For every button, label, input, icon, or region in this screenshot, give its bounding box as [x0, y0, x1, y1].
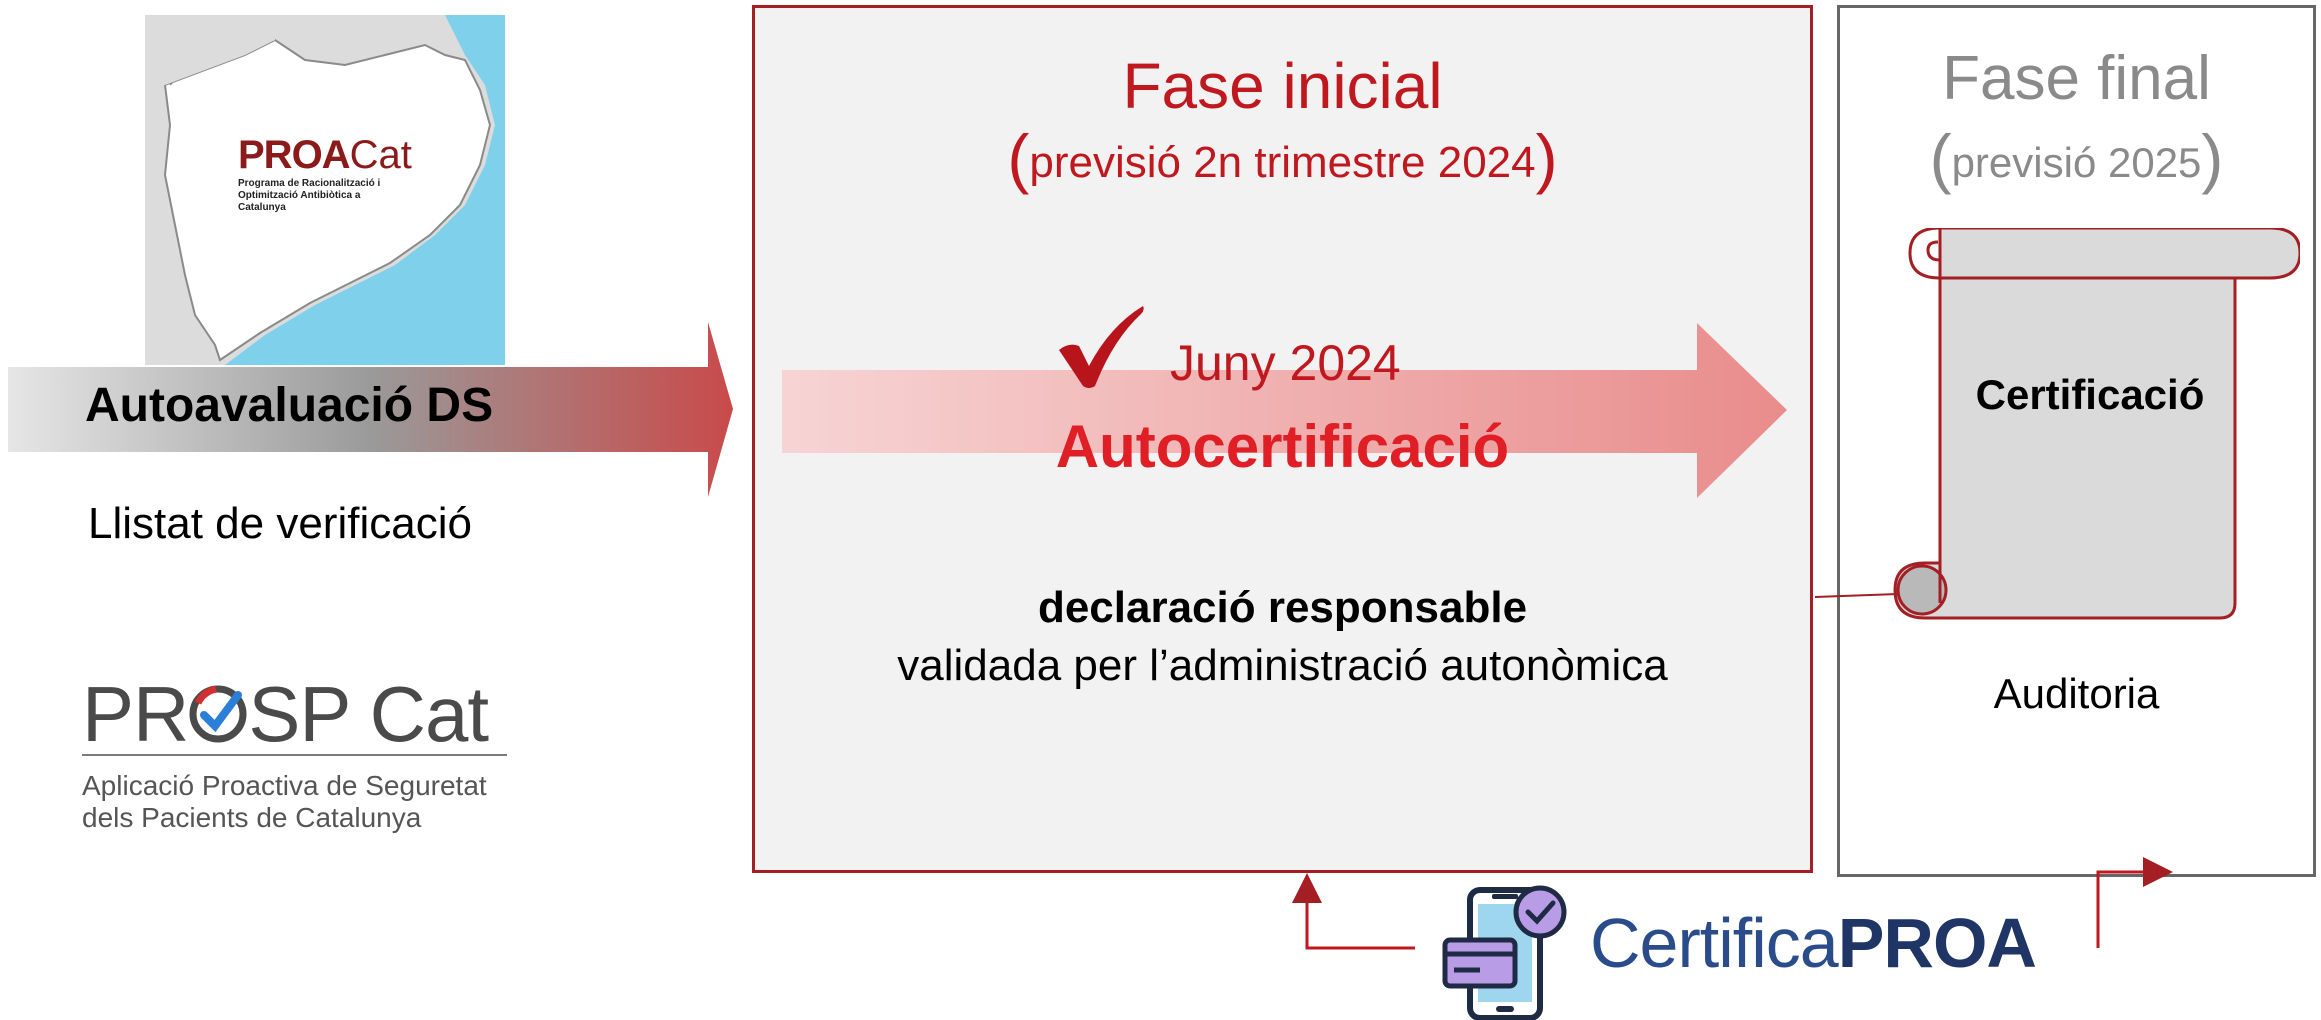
- arrow-to-fase-final: [2096, 857, 2173, 948]
- fase-inicial-title: Fase inicial: [1122, 50, 1443, 122]
- prosp-divider: [82, 754, 507, 756]
- certificate-scroll-icon: [1893, 228, 2300, 620]
- certificaproa-bold: PROA: [1837, 904, 2037, 982]
- prosp-logo-text-part1: PR: [82, 670, 189, 758]
- autoavaluacio-title: Autoavaluació DS: [85, 379, 494, 432]
- prosp-subtitle-line1: Aplicació Proactiva de Seguretat: [82, 770, 487, 801]
- autocertificacio-label: Autocertificació: [1055, 413, 1510, 480]
- certificaproa-logo-text: CertificaPROA: [1590, 903, 2037, 983]
- certificacio-label: Certificació: [1975, 371, 2205, 418]
- check-circle-icon: [189, 685, 247, 743]
- declaracio-responsable-label: declaració responsable: [1037, 583, 1528, 632]
- fase-inicial-subtitle: (previsió 2n trimestre 2024): [1007, 121, 1558, 195]
- arrow-to-fase-inicial: [1292, 873, 1415, 950]
- left-progress-arrow: [8, 322, 733, 497]
- checkmark-icon: [1059, 306, 1144, 388]
- proacat-brand: PROACat: [238, 135, 412, 175]
- proacat-map-card: PROACat Programa de Racionalització i Op…: [145, 15, 505, 365]
- prosp-subtitle-line2: dels Pacients de Catalunya: [82, 802, 422, 833]
- fase-final-subtitle-text: previsió 2025: [1951, 139, 2202, 186]
- auditoria-label: Auditoria: [1993, 670, 2160, 717]
- prosp-logo-text: PR SP Cat: [82, 675, 489, 753]
- proacat-brand-light: Cat: [349, 133, 412, 177]
- autocertificacio-arrow: [782, 323, 1787, 498]
- catalonia-map-icon: [145, 15, 505, 365]
- llistat-verificacio-label: Llistat de verificació: [88, 499, 472, 548]
- fase-inicial-subtitle-text: previsió 2n trimestre 2024: [1029, 138, 1536, 187]
- prosp-logo-text-part2: SP Cat: [248, 670, 489, 758]
- prosp-cat-logo: PR SP Cat: [82, 675, 517, 753]
- proacat-brand-bold: PROA: [238, 133, 351, 177]
- fase-final-title: Fase final: [1942, 44, 2211, 113]
- phone-certificate-icon: [1442, 885, 1567, 1020]
- juny-2024-date: Juny 2024: [1170, 335, 1401, 391]
- validada-label: validada per l’administració autonòmica: [897, 641, 1668, 690]
- certificaproa-light: Certifica: [1590, 904, 1839, 982]
- fase-final-subtitle: (previsió 2025): [1929, 121, 2224, 195]
- proacat-subtitle: Programa de Racionalització i Optimitzac…: [238, 178, 381, 213]
